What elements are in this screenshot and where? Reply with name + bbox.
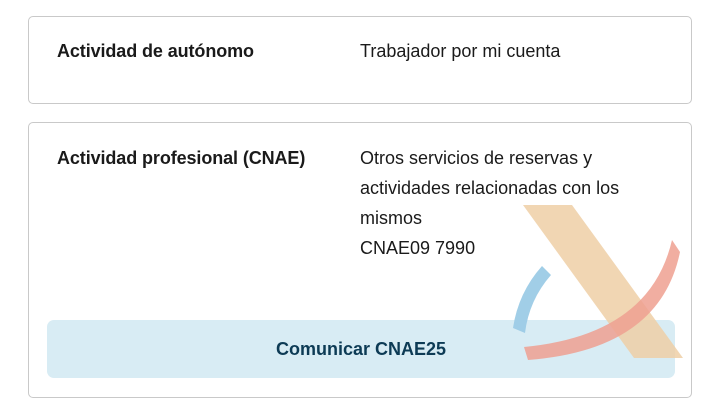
cnae-activity-value: Otros servicios de reservas y actividade… <box>360 143 680 263</box>
comunicar-cnae25-button-label: Comunicar CNAE25 <box>275 338 447 359</box>
autonomo-activity-card: Actividad de autónomo Trabajador por mi … <box>28 16 692 104</box>
autonomo-activity-label: Actividad de autónomo <box>57 41 254 61</box>
cnae-activity-card: Actividad profesional (CNAE) Otros servi… <box>28 122 692 398</box>
cnae-description-line-3: mismos <box>360 208 422 228</box>
cnae-description-line-1: Otros servicios de reservas y <box>360 148 593 168</box>
autonomo-activity-value-line: Trabajador por mi cuenta <box>360 41 561 61</box>
cnae-description-line-2: actividades relacionadas con los <box>360 178 620 198</box>
autonomo-activity-value: Trabajador por mi cuenta <box>360 36 680 66</box>
comunicar-cnae25-button[interactable]: Comunicar CNAE25 <box>47 320 675 378</box>
cnae-activity-label: Actividad profesional (CNAE) <box>57 148 306 168</box>
cnae-code: CNAE09 7990 <box>360 238 476 258</box>
